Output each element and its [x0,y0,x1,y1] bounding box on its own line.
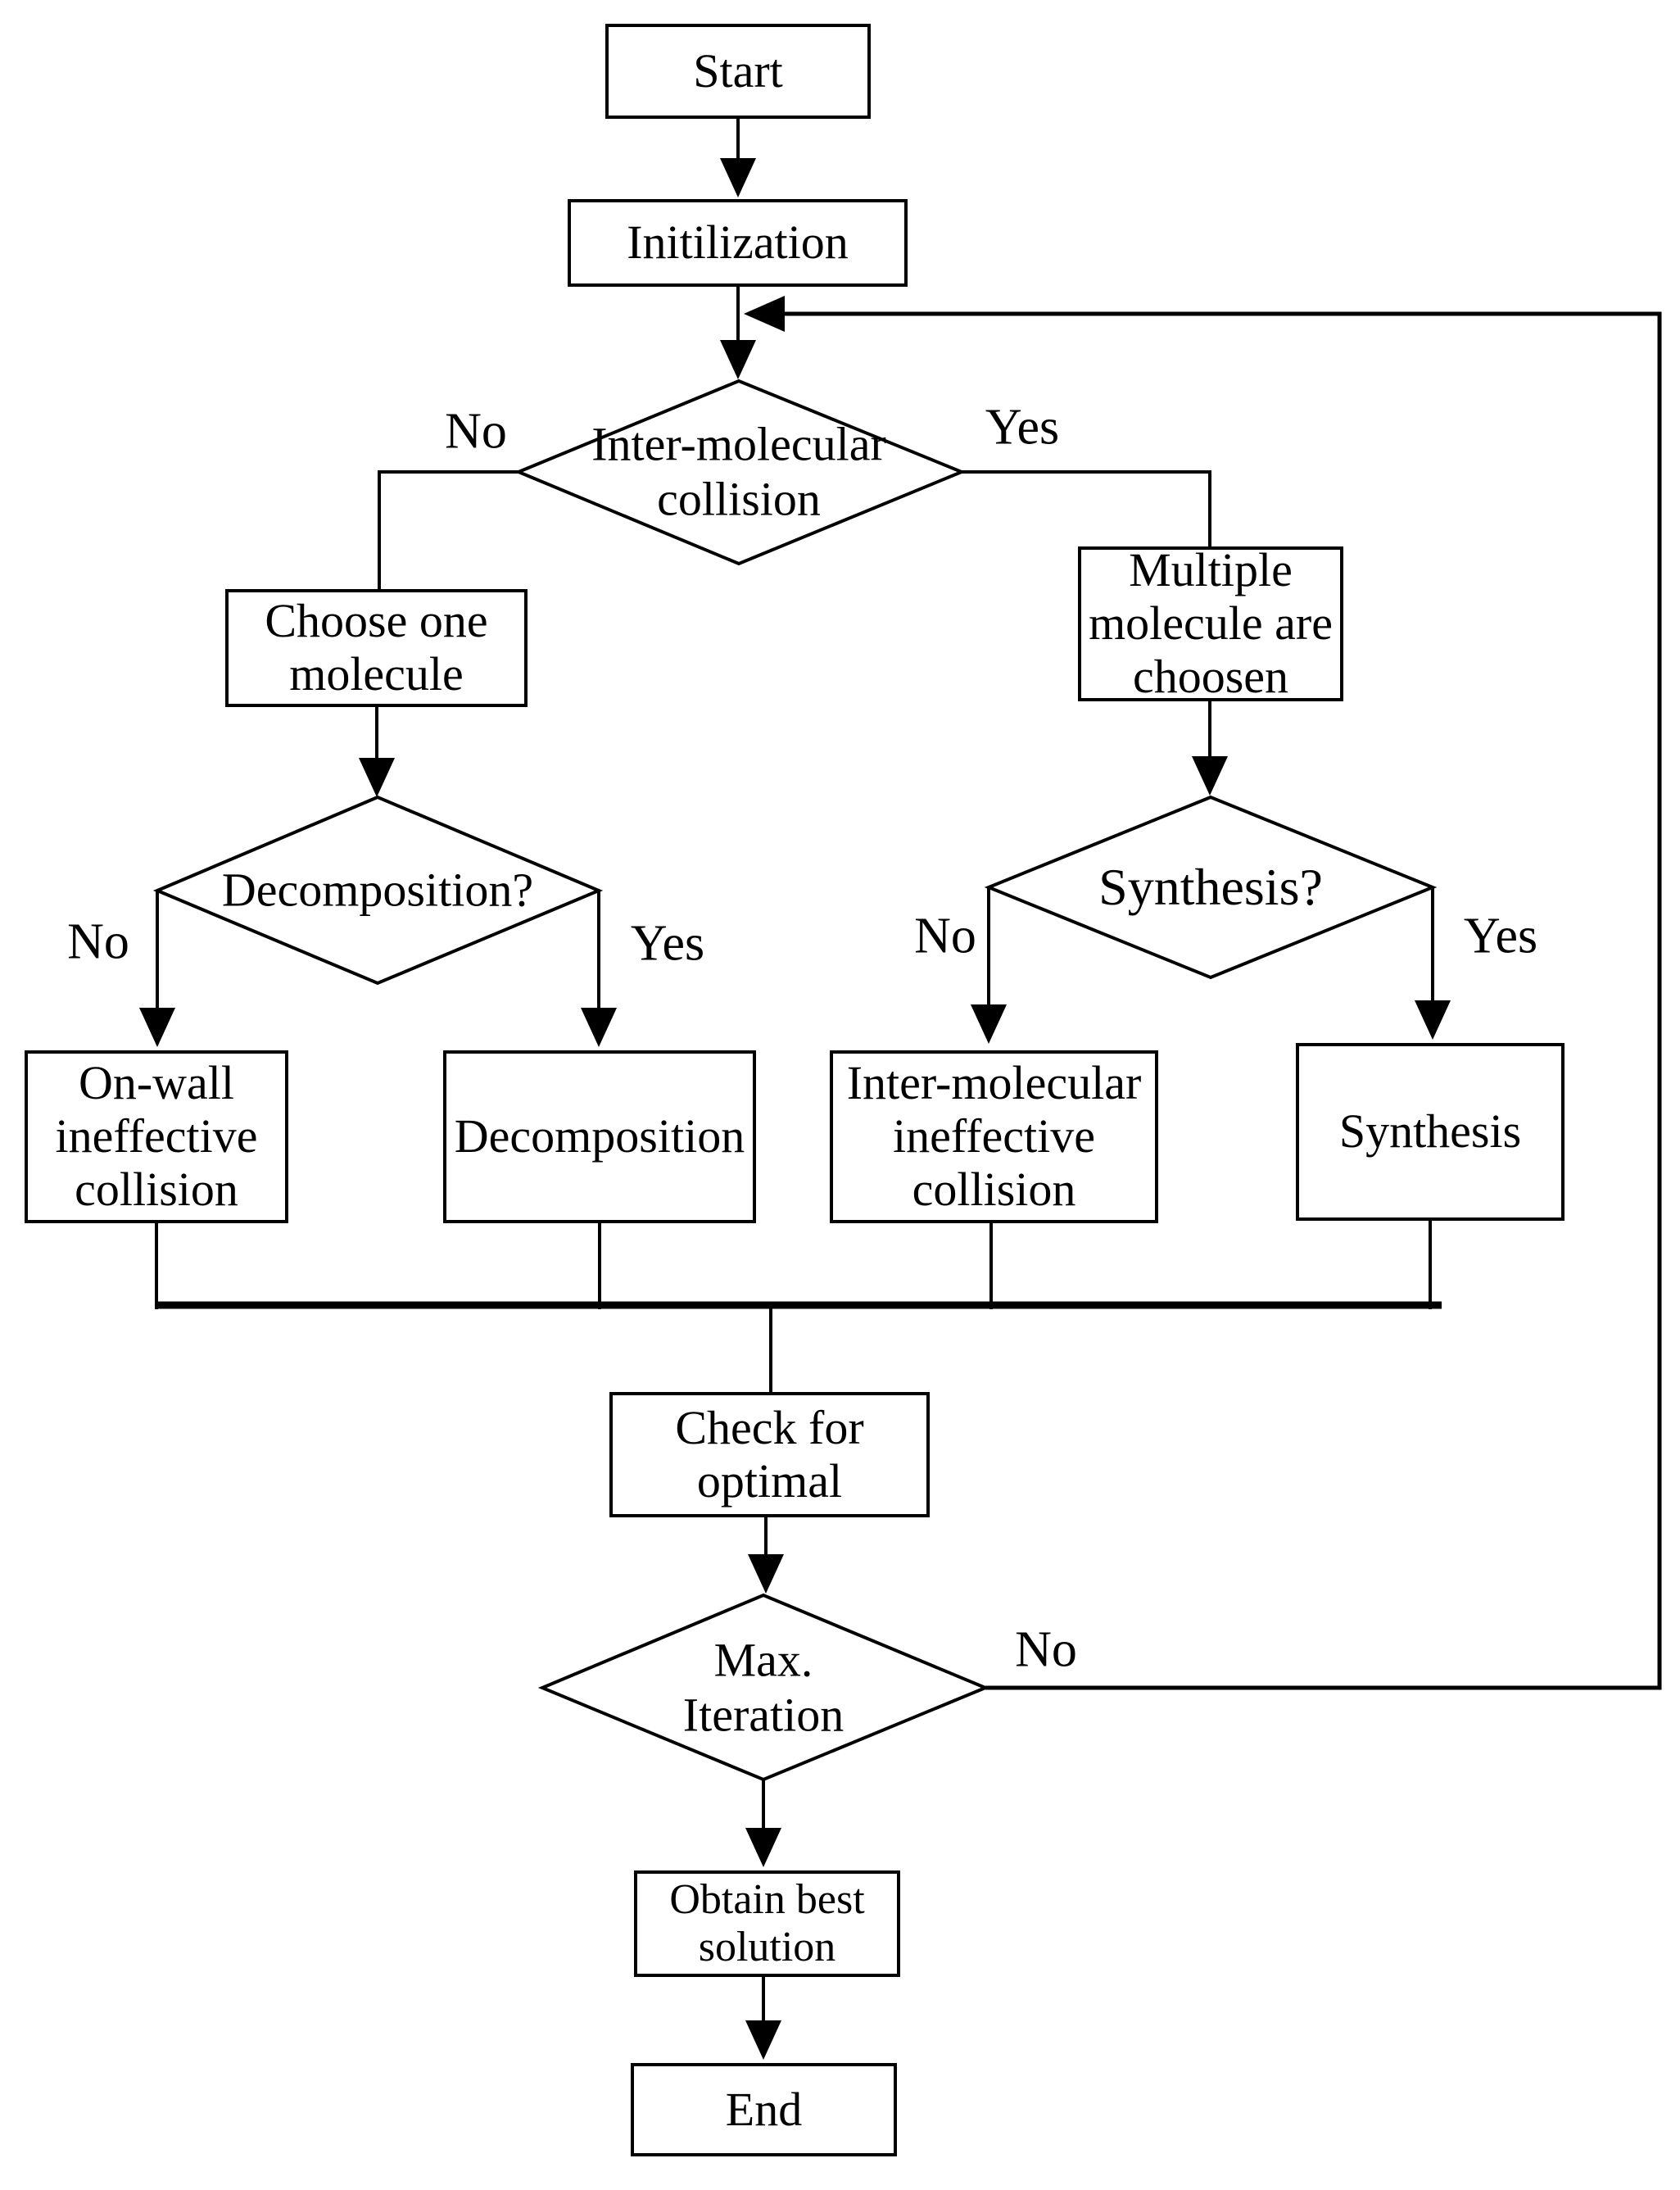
node-decomposition: Decomposition [443,1050,756,1223]
edge-d1-no-path [378,470,518,589]
arrow-down-icon [1415,1000,1451,1040]
decision-synthesis [984,795,1438,980]
node-end: End [631,2063,897,2156]
node-check-for-optimal-label: Check for optimal [675,1400,864,1508]
node-obtain-best-solution-label: Obtain best solution [669,1875,865,1970]
arrow-down-icon [720,340,756,379]
arrow-down-icon [139,1008,175,1047]
arrow-down-icon [748,1554,784,1594]
arrow-down-icon [971,1004,1007,1044]
node-decomposition-label: Decomposition [454,1109,745,1163]
edge-label-d3-yes: Yes [1463,908,1538,964]
node-on-wall-ineffective-collision-label: On-wall ineffective collision [55,1056,258,1216]
arrow-down-icon [581,1008,617,1047]
decision-synthesis-label: Synthesis? [1098,858,1323,917]
node-multiple-molecule-choosen-label: Multiple molecule are choosen [1089,543,1333,703]
node-choose-one-molecule: Choose one molecule [225,589,528,707]
edge-label-d1-yes: Yes [985,399,1060,456]
node-inter-molecular-ineffective-collision-label: Inter-molecular ineffective collision [846,1056,1142,1216]
decision-max-iteration-label: Max. Iteration [682,1633,845,1741]
arrow-down-icon [1192,756,1228,796]
node-end-label: End [725,2082,803,2136]
decision-inter-molecular-collision [514,379,967,566]
arrow-down-icon [745,1828,781,1867]
node-on-wall-ineffective-collision: On-wall ineffective collision [25,1050,288,1223]
arrow-down-icon [745,2020,781,2060]
node-check-for-optimal: Check for optimal [609,1392,930,1517]
arrow-down-icon [720,158,756,197]
node-start: Start [605,24,871,119]
node-synthesis-label: Synthesis [1338,1104,1522,1158]
edge-label-d3-no: No [914,908,976,964]
arrow-down-icon [359,758,395,797]
edge-d1-yes-path [962,470,1211,546]
decision-decomposition-label: Decomposition? [221,863,534,917]
edge-label-d2-yes: Yes [630,915,705,972]
decision-inter-molecular-collision-label: Inter-molecular collision [591,417,886,525]
arrow-left-icon [744,296,785,332]
node-multiple-molecule-choosen: Multiple molecule are choosen [1078,543,1343,703]
node-choose-one-molecule-label: Choose one molecule [265,594,488,701]
edge-label-d2-no: No [67,914,129,970]
node-inter-molecular-ineffective-collision: Inter-molecular ineffective collision [830,1050,1158,1223]
node-start-label: Start [693,43,783,97]
node-initilization: Initilization [568,199,908,287]
node-initilization-label: Initilization [627,215,849,270]
edge-label-d4-no: No [1015,1621,1077,1678]
node-obtain-best-solution: Obtain best solution [634,1870,900,1977]
node-synthesis: Synthesis [1296,1043,1565,1221]
decision-decomposition [152,795,604,986]
edge-d4-no-feedback-path [783,311,1662,1690]
edge-label-d1-no: No [445,403,507,460]
